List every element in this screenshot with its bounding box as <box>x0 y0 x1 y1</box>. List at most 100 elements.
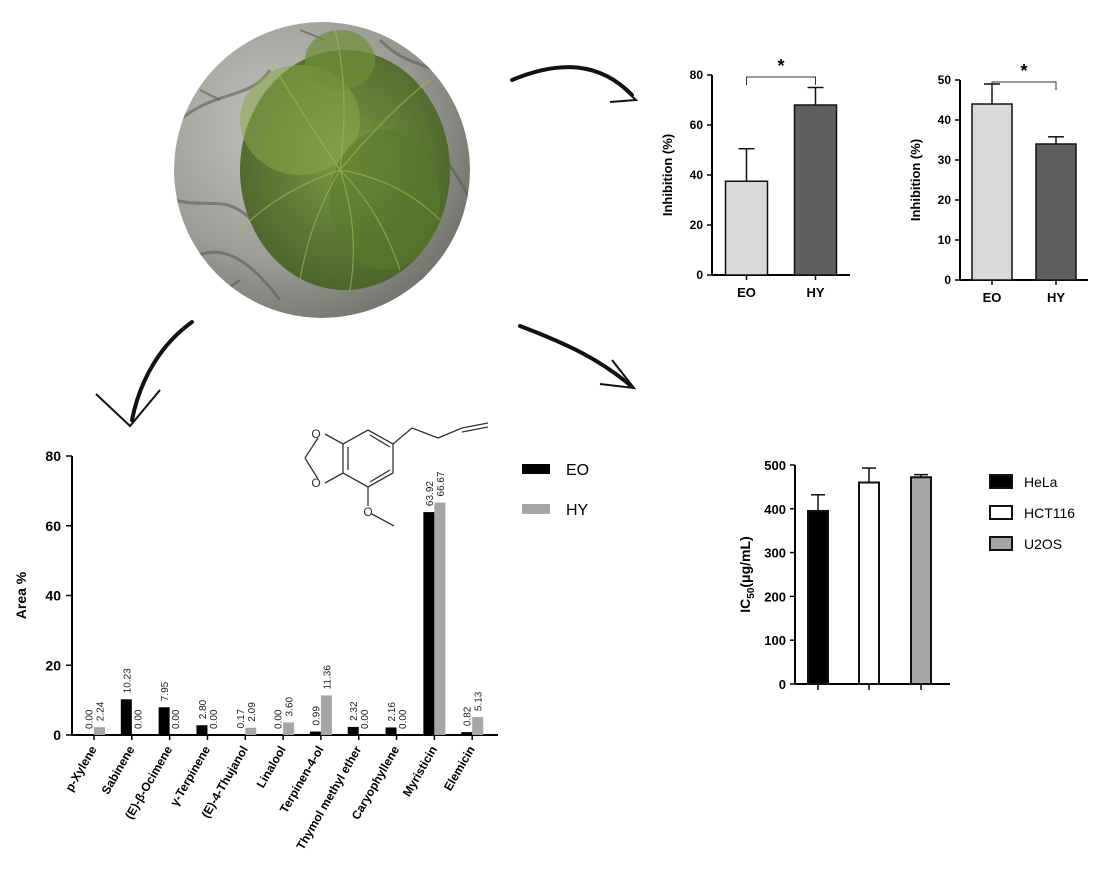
y-tick-label: 0 <box>696 268 703 282</box>
y-tick-label: 500 <box>764 458 786 473</box>
atom-o1: O <box>311 427 320 441</box>
myristicin-structure <box>304 422 489 527</box>
data-label: 2.80 <box>198 699 209 719</box>
data-label: 3.60 <box>285 697 296 717</box>
bar-hy <box>793 104 838 276</box>
bar-eo <box>158 707 170 735</box>
y-tick-label: 10 <box>938 233 952 247</box>
y-tick-label: 40 <box>690 168 704 182</box>
legend-label: U2OS <box>1024 536 1062 552</box>
bar-eo <box>385 727 397 735</box>
bar-hct116 <box>858 481 880 685</box>
data-label: 0.99 <box>311 706 322 726</box>
bar-eo <box>309 731 321 735</box>
y-tick-label: 30 <box>938 153 952 167</box>
bar-hy <box>283 722 295 735</box>
bar-hy <box>245 727 257 735</box>
significance-bracket <box>991 81 1057 90</box>
data-label: 0.17 <box>236 709 247 729</box>
y-axis-label: Inhibition (%) <box>908 139 923 221</box>
y-tick-label: 20 <box>690 218 704 232</box>
arrow-to-composition-chart <box>130 320 194 422</box>
y-tick-label: 80 <box>690 68 704 82</box>
legend-swatch-hy <box>522 504 550 514</box>
x-tick-label: EO <box>737 285 756 300</box>
x-tick-label: Sabinene <box>99 743 138 796</box>
x-tick-label: EO <box>983 290 1002 305</box>
y-tick-label: 40 <box>45 588 61 604</box>
x-tick-label: Myristicin <box>400 744 440 800</box>
data-label: 0.00 <box>209 709 220 729</box>
data-label: 0.82 <box>463 706 474 726</box>
bar-hela <box>807 509 829 685</box>
legend-swatch-u2os <box>989 536 1013 551</box>
data-label: 63.92 <box>425 481 436 506</box>
y-tick-label: 0 <box>944 273 951 287</box>
y-axis-label: Area % <box>13 571 29 619</box>
bar-eo <box>971 103 1013 281</box>
data-label: 2.16 <box>387 702 398 722</box>
data-label: 0.00 <box>85 709 96 729</box>
bar-eo <box>120 699 132 735</box>
arrow-head-3 <box>599 359 637 390</box>
y-tick-label: 400 <box>764 502 786 517</box>
bar-hy <box>94 727 105 735</box>
bar-hy <box>434 502 446 735</box>
y-tick-label: 20 <box>45 657 61 673</box>
x-tick-label: HY <box>806 285 824 300</box>
bar-eo <box>347 726 359 735</box>
bar-eo <box>724 180 769 276</box>
legend-swatch-hct116 <box>989 505 1013 520</box>
significance-bracket <box>746 76 816 85</box>
x-tick-label: HY <box>1047 290 1065 305</box>
data-label: 2.32 <box>349 701 360 721</box>
bar-hy <box>1035 143 1077 281</box>
legend-label: HeLa <box>1024 474 1058 490</box>
x-tick-label: p-Xylene <box>62 743 99 794</box>
y-tick-label: 60 <box>690 118 704 132</box>
data-label: 0.00 <box>133 709 144 729</box>
legend-label: EO <box>566 462 589 479</box>
arrow-head-2 <box>95 389 161 428</box>
legend-swatch-eo <box>522 464 550 474</box>
y-tick-label: 100 <box>764 633 786 648</box>
y-tick-label: 60 <box>45 518 61 534</box>
y-axis-label: IC50(μg/mL) <box>737 536 757 612</box>
y-tick-label: 20 <box>938 193 952 207</box>
arrow-head-1 <box>609 77 639 103</box>
data-label: 0.00 <box>171 709 182 729</box>
legend-label: HY <box>566 502 589 519</box>
x-tick-label: Elemicin <box>441 744 478 794</box>
y-tick-label: 0 <box>779 677 786 692</box>
bar-hy <box>320 695 332 735</box>
data-label: 0.00 <box>274 709 285 729</box>
data-label: 10.23 <box>122 668 133 693</box>
data-label: 0.00 <box>360 709 371 729</box>
atom-o2: O <box>311 476 320 490</box>
data-label: 5.13 <box>474 691 485 711</box>
data-label: 2.24 <box>96 701 107 721</box>
data-label: 2.09 <box>247 702 258 722</box>
bar-eo <box>234 734 246 735</box>
y-axis-label: Inhibition (%) <box>660 134 675 216</box>
data-label: 66.67 <box>436 471 447 496</box>
plant-photo <box>174 22 470 318</box>
myristicin-atoms: O O O <box>311 427 372 519</box>
x-tick-label: Linalool <box>254 744 289 791</box>
bar-eo <box>461 732 473 735</box>
atom-o3: O <box>363 505 372 519</box>
y-tick-label: 0 <box>53 727 61 743</box>
y-tick-label: 40 <box>938 113 952 127</box>
bar-hy <box>472 717 484 735</box>
y-tick-label: 200 <box>764 589 786 604</box>
significance-star: * <box>1020 61 1027 81</box>
bar-u2os <box>910 476 932 685</box>
y-tick-label: 300 <box>764 546 786 561</box>
data-label: 0.00 <box>398 709 409 729</box>
legend-label: HCT116 <box>1024 505 1075 521</box>
arrow-to-ic50-chart <box>518 324 632 387</box>
data-label: 7.95 <box>160 681 171 701</box>
